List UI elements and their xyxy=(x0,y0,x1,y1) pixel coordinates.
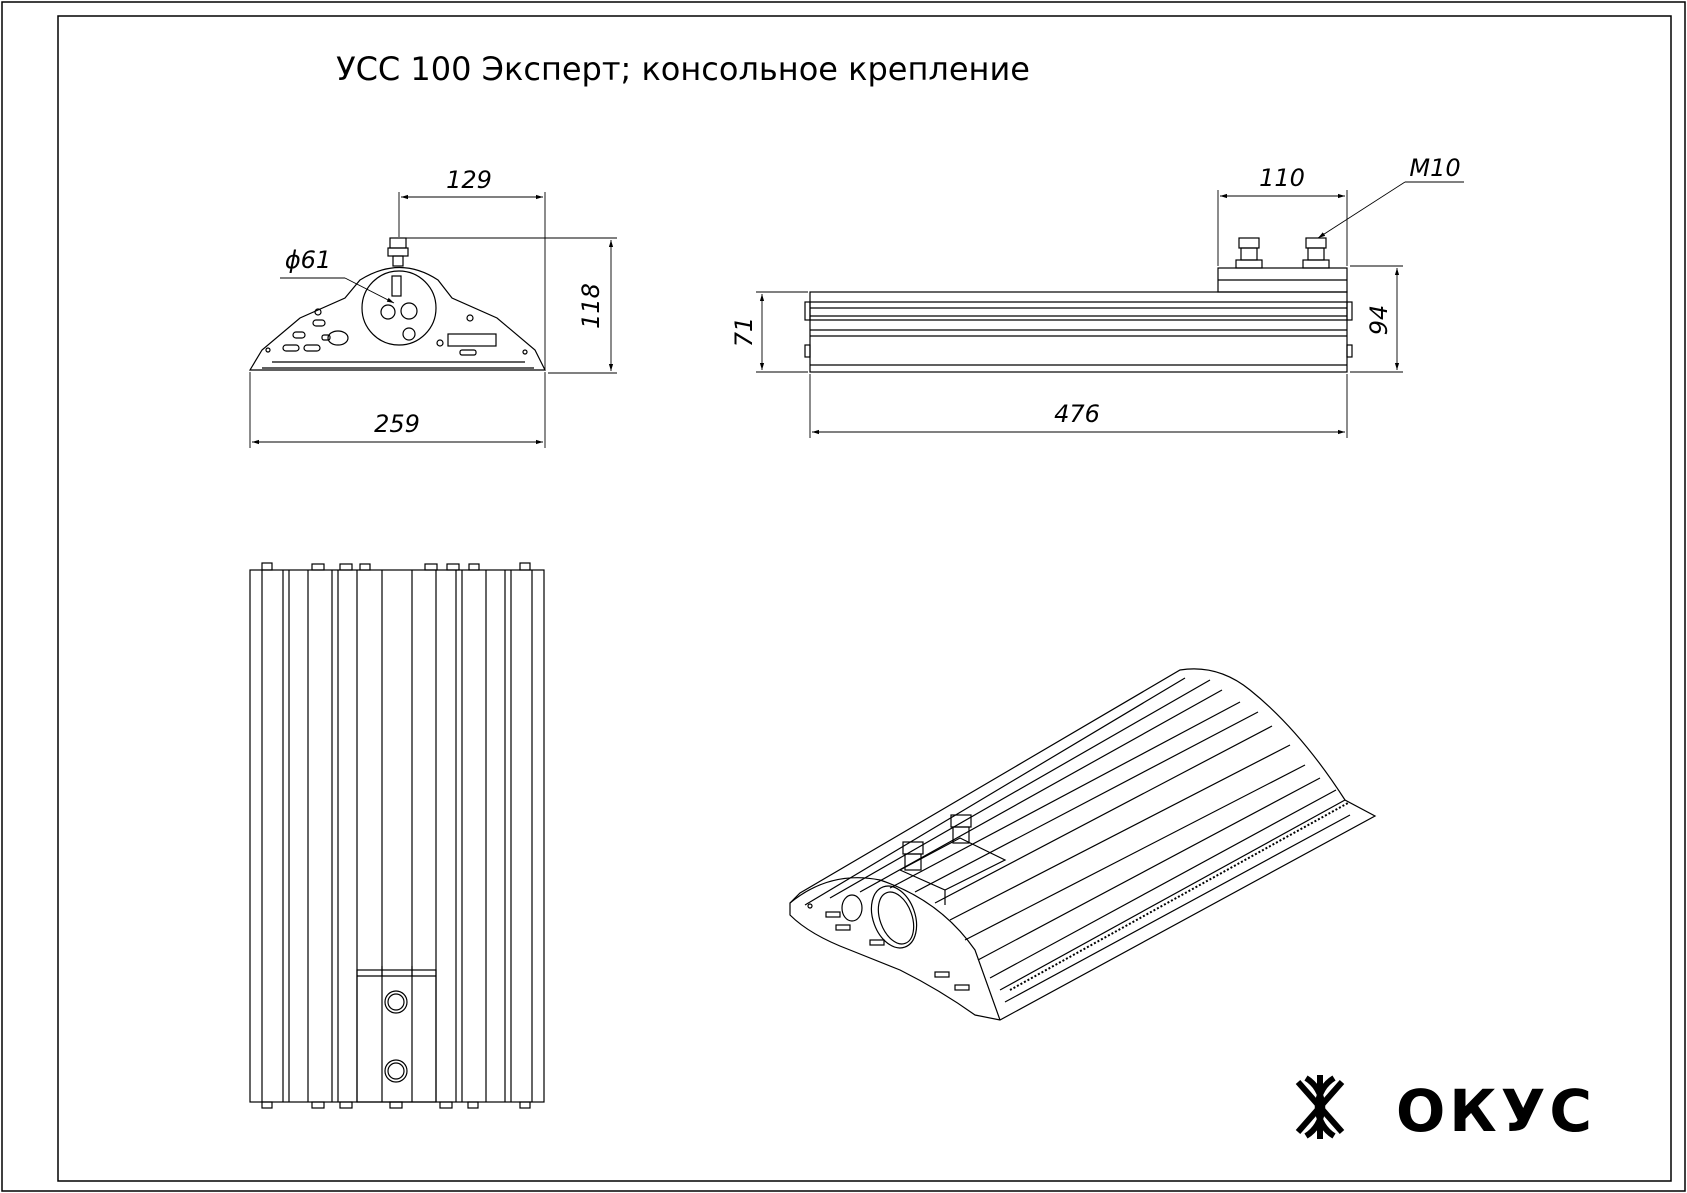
side-view xyxy=(804,237,1353,373)
drawing-title: УСС 100 Эксперт; консольное крепление xyxy=(336,50,1030,88)
dim-front-diameter: ϕ61 xyxy=(285,246,331,274)
bottom-view xyxy=(249,562,545,1109)
dim-side-length: 476 xyxy=(1054,400,1100,428)
dim-front-top-width: 129 xyxy=(446,166,492,194)
dim-side-height-right: 94 xyxy=(1365,305,1393,336)
inner-frame xyxy=(57,15,1672,1182)
dim-side-height-left: 71 xyxy=(730,317,758,348)
dim-side-bracket-width: 110 xyxy=(1259,164,1305,192)
logo-emblem-icon xyxy=(1295,1075,1345,1139)
logo-wordmark: ОКУС xyxy=(1396,1077,1596,1145)
side-dimension-lines xyxy=(756,181,1464,438)
dim-front-height: 118 xyxy=(577,283,605,329)
front-dimension-lines xyxy=(249,192,617,448)
dim-front-width: 259 xyxy=(374,410,420,438)
dim-side-thread: M10 xyxy=(1409,154,1460,182)
isometric-view xyxy=(789,668,1377,1021)
company-logo: ОКУС xyxy=(1295,1075,1596,1145)
front-view xyxy=(248,237,546,371)
